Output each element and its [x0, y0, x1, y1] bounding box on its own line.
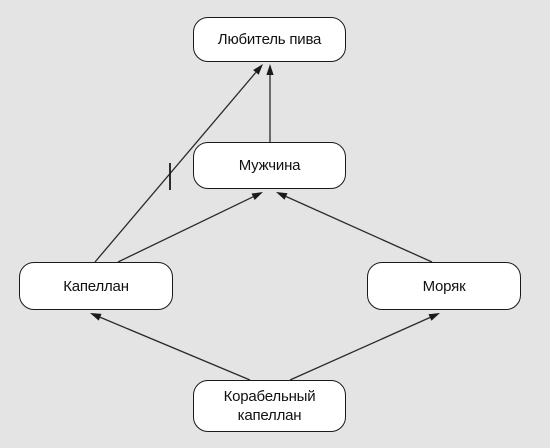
- edge-ship-chaplain-to-sailor: [289, 313, 440, 381]
- node-chaplain-label: Капеллан: [63, 277, 129, 295]
- edge-ship-chaplain-to-chaplain: [90, 313, 251, 381]
- edge-man-to-beer-lover: [266, 64, 274, 142]
- edge-line: [117, 196, 254, 263]
- node-beer-lover: Любитель пива: [193, 17, 346, 62]
- arrowhead: [266, 64, 274, 75]
- node-man: Мужчина: [193, 142, 346, 189]
- node-sailor-label: Моряк: [422, 277, 466, 295]
- edge-sailor-to-man: [276, 192, 433, 263]
- edge-chaplain-to-beer-lover: [94, 64, 263, 263]
- edge-line: [289, 316, 431, 381]
- node-beer-lover-label: Любитель пива: [217, 31, 322, 48]
- node-man-label: Мужчина: [238, 157, 301, 174]
- node-ship-chaplain-label: Корабельный капеллан: [223, 388, 316, 424]
- edge-line: [94, 71, 257, 263]
- arrowhead: [251, 192, 263, 201]
- node-sailor: Моряк: [367, 262, 521, 310]
- edge-line: [99, 316, 251, 381]
- node-ship-chaplain: Корабельный капеллан: [193, 380, 346, 432]
- arrowhead: [90, 313, 102, 321]
- edge-line: [285, 195, 433, 263]
- arrowhead: [428, 313, 440, 321]
- edge-chaplain-to-man: [117, 192, 263, 263]
- arrowhead: [276, 192, 288, 200]
- node-chaplain: Капеллан: [19, 262, 173, 310]
- arrowhead: [253, 64, 263, 75]
